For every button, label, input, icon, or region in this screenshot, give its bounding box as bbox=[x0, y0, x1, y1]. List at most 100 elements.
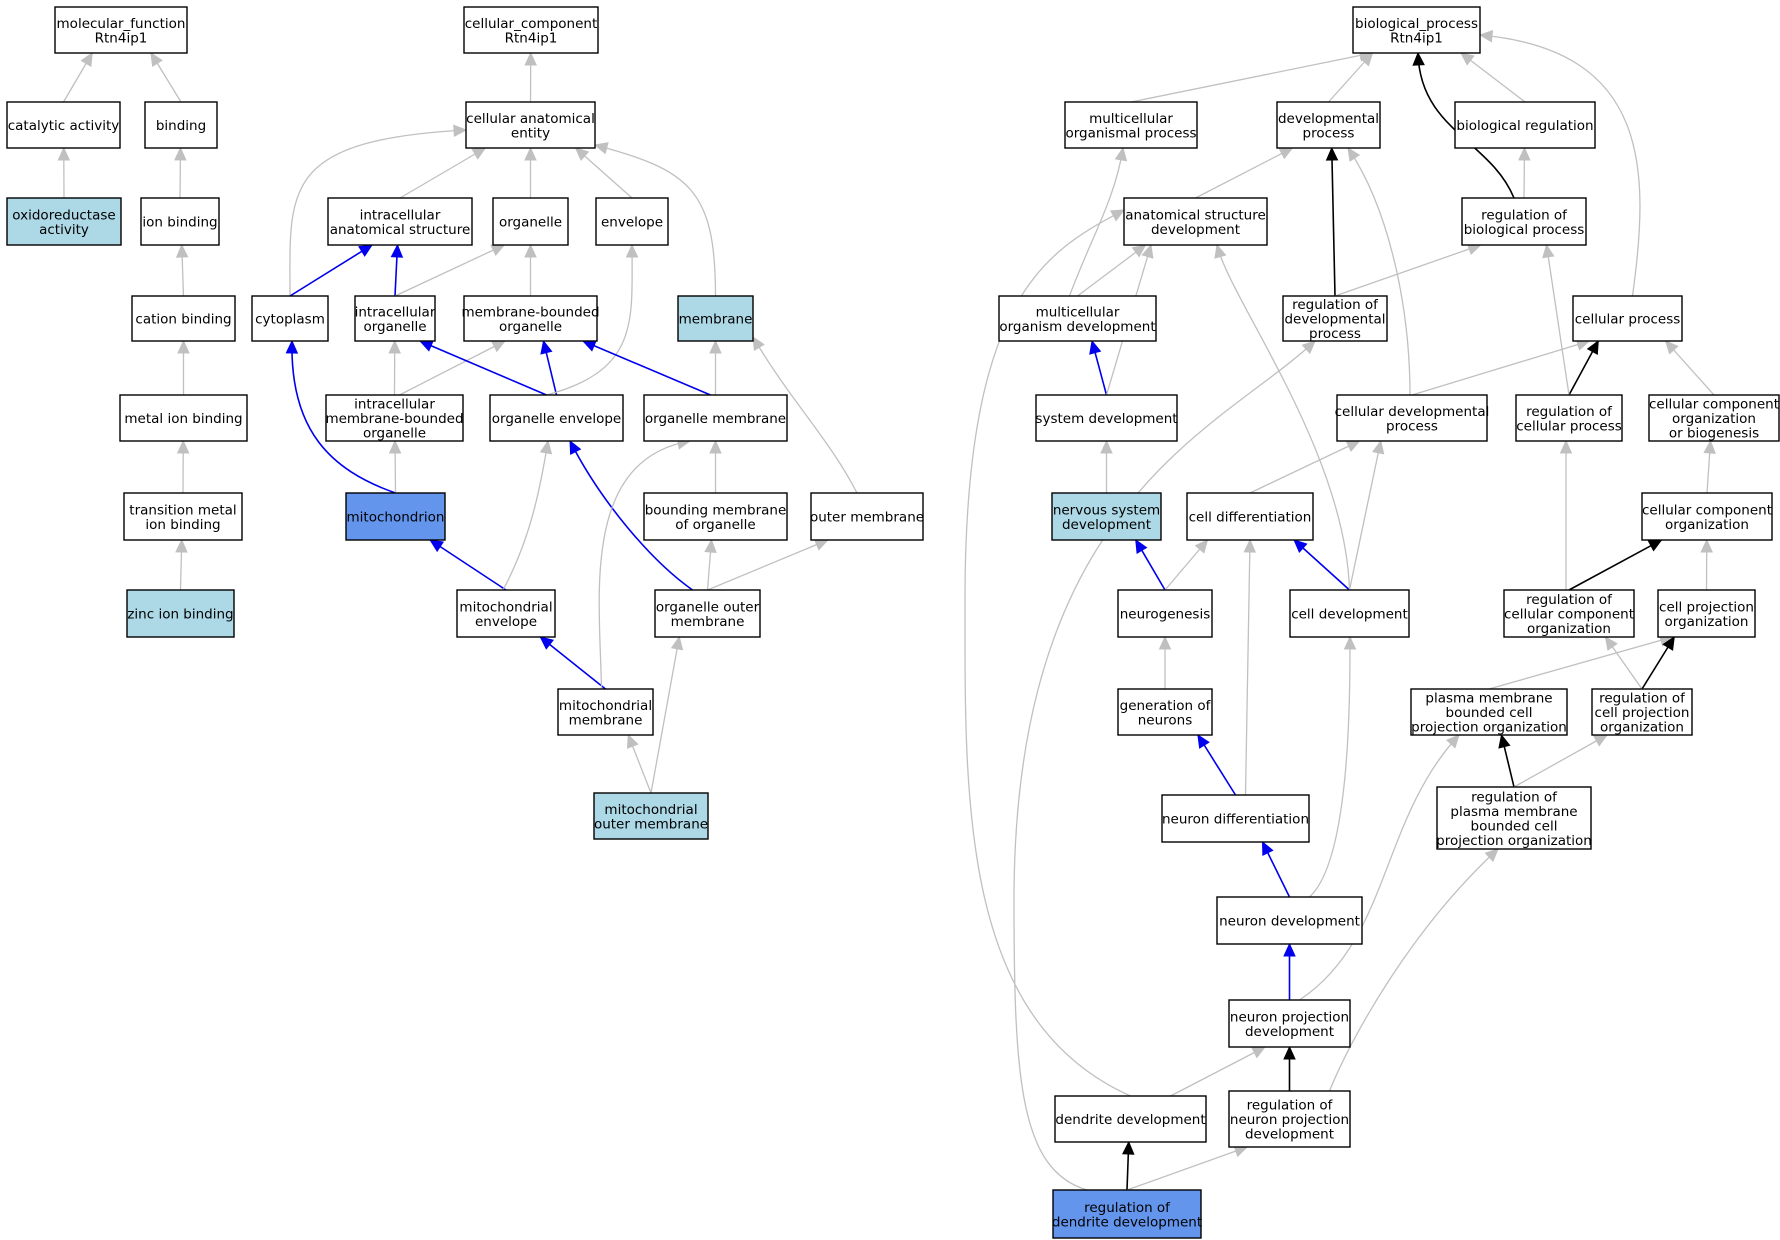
edge-intraorg-to-ias bbox=[390, 243, 404, 297]
edge-rnpd-to-npd bbox=[1283, 1045, 1296, 1091]
node-label: cellular_component bbox=[465, 16, 597, 32]
edge-mito-to-imbo bbox=[388, 439, 402, 494]
node-celldiff: cell differentiation bbox=[1186, 492, 1314, 541]
edge-arrowhead bbox=[176, 439, 190, 454]
edge-arrowhead bbox=[1243, 538, 1257, 553]
node-box bbox=[354, 295, 436, 342]
edge-line bbox=[1068, 147, 1124, 297]
node-label: anatomical structure bbox=[330, 222, 471, 238]
edge-arrowhead bbox=[1283, 942, 1296, 957]
node-label: neuron projection bbox=[1230, 1112, 1349, 1128]
edge-arrowhead bbox=[1700, 538, 1713, 553]
node-box bbox=[593, 792, 709, 840]
edge-line bbox=[502, 440, 549, 591]
node-box bbox=[998, 295, 1157, 342]
edge-line bbox=[539, 636, 606, 690]
node-label: regulation of bbox=[1471, 789, 1558, 805]
edge-line bbox=[1568, 539, 1662, 591]
node-label: development bbox=[1245, 1127, 1334, 1143]
edge-celldev-to-celldiff bbox=[1293, 539, 1351, 591]
edge-ionbind-to-binding bbox=[174, 146, 187, 199]
node-sysdev: system development bbox=[1035, 394, 1178, 442]
node-box bbox=[140, 197, 220, 246]
edge-orgoutmem-to-bmo bbox=[704, 538, 717, 591]
edge-line bbox=[1488, 636, 1673, 690]
node-label: activity bbox=[39, 222, 89, 238]
node-label: neuron differentiation bbox=[1162, 812, 1309, 828]
node-label: development bbox=[1245, 1024, 1334, 1040]
node-label: plasma membrane bbox=[1425, 691, 1552, 707]
node-label: multicellular bbox=[1036, 304, 1120, 320]
node-box bbox=[1054, 1095, 1207, 1143]
node-label: development bbox=[1062, 517, 1151, 533]
node-box bbox=[643, 492, 788, 541]
edge-rcco-to-rcp bbox=[1559, 439, 1573, 590]
edge-arrowhead bbox=[1478, 29, 1494, 43]
node-neurdev: neuron development bbox=[1216, 896, 1363, 945]
node-box bbox=[1186, 492, 1314, 541]
edge-asd-to-devproc bbox=[1195, 147, 1294, 199]
node-label: system development bbox=[1035, 411, 1177, 427]
node-label: metal ion binding bbox=[124, 411, 242, 427]
node-box bbox=[1515, 394, 1623, 442]
edge-line bbox=[598, 440, 691, 690]
edge-intraorg-to-organelle bbox=[394, 244, 506, 297]
edge-arrowhead bbox=[1359, 52, 1374, 67]
edge-rcco-to-cco bbox=[1568, 539, 1663, 591]
edge-orgenv-to-mbo bbox=[540, 339, 558, 396]
node-label: cellular process bbox=[1516, 418, 1622, 434]
node-label: organization bbox=[1665, 517, 1749, 533]
edge-bmo-to-orgmem bbox=[709, 439, 722, 493]
edge-line bbox=[1347, 147, 1411, 396]
node-label: regulation of bbox=[1247, 1098, 1334, 1114]
node-box bbox=[1035, 394, 1178, 442]
node-label: mitochondrial bbox=[459, 599, 552, 615]
edge-line bbox=[1170, 1046, 1266, 1097]
edge-arrowhead bbox=[1158, 635, 1172, 650]
edge-arrowhead bbox=[709, 439, 722, 454]
edge-mod-to-asd bbox=[1077, 244, 1147, 297]
node-label: process bbox=[1386, 418, 1438, 434]
edge-binding-to-mf bbox=[150, 51, 182, 103]
edge-npd-to-pmbcpo bbox=[1299, 734, 1460, 1001]
edge-line bbox=[594, 144, 717, 297]
edge-arrowhead bbox=[57, 146, 71, 161]
edge-neurdev-to-celldev bbox=[1309, 635, 1357, 898]
edge-arrowhead bbox=[1662, 635, 1675, 651]
edge-arrowhead bbox=[1278, 147, 1294, 160]
node-label: dendrite development bbox=[1055, 1112, 1205, 1128]
node-label: cell projection bbox=[1659, 599, 1754, 615]
node-label: membrane-bounded bbox=[461, 304, 599, 320]
edge-arrowhead bbox=[80, 51, 93, 67]
graph-edges bbox=[57, 29, 1716, 1191]
node-label: organelle bbox=[363, 426, 426, 442]
edge-line bbox=[752, 336, 858, 494]
node-label: developmental bbox=[1284, 312, 1385, 328]
node-label: cytoplasm bbox=[255, 312, 325, 328]
edge-mitoenv-to-mito bbox=[429, 539, 507, 591]
edge-arrowhead bbox=[1135, 538, 1148, 554]
node-box bbox=[1461, 197, 1587, 246]
node-box bbox=[1117, 688, 1213, 736]
edge-arrowhead bbox=[1664, 340, 1679, 355]
node-label: organism development bbox=[999, 319, 1155, 335]
node-label: cell development bbox=[1291, 607, 1408, 623]
node-label: dendrite development bbox=[1052, 1214, 1202, 1230]
edge-mito-to-cytoplasm bbox=[285, 339, 396, 494]
edge-arrowhead bbox=[1498, 733, 1511, 749]
node-label: organelle bbox=[499, 319, 562, 335]
